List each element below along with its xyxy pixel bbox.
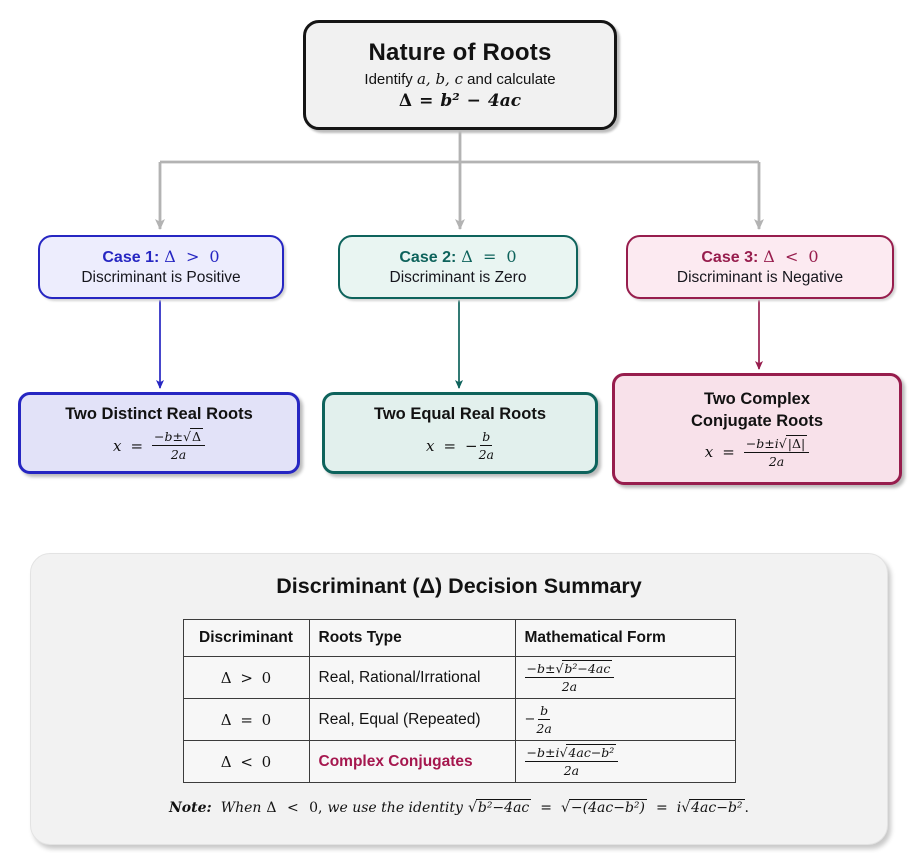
root-title: Nature of Roots (368, 39, 552, 66)
case1-condition: Δ > 0 (164, 247, 220, 266)
root-formula: Δ = b²−4ac (399, 91, 521, 111)
equals-sign: = (130, 436, 144, 455)
equals-sign: = (722, 443, 735, 462)
roots-type-cell-complex: Complex Conjugates (308, 740, 516, 783)
disc-negative-cell: Δ < 0 (182, 740, 310, 783)
note-label: Note: (169, 800, 212, 816)
case1-box: Case 1:Δ > 0 Discriminant is Positive (38, 235, 284, 299)
four-ac: 4ac (487, 91, 522, 111)
case1-description: Discriminant is Positive (81, 269, 241, 286)
roots-type-cell: Real, Equal (Repeated) (308, 698, 516, 741)
case3-box: Case 3:Δ < 0 Discriminant is Negative (626, 235, 894, 299)
root-subtitle-pre: Identify (364, 71, 413, 88)
root-subtitle-math: a, b, c (416, 70, 463, 88)
summary-panel: Discriminant (Δ) Decision Summary Discri… (30, 553, 888, 845)
header-discriminant: Discriminant (182, 619, 310, 657)
case1-heading: Case 1:Δ > 0 (102, 247, 219, 267)
radical-sign: √ (183, 429, 191, 445)
equals-sign: = (443, 436, 457, 455)
header-mathematical-form: Mathematical Form (514, 619, 736, 657)
case2-heading: Case 2:Δ = 0 (399, 247, 516, 267)
header-roots-type: Roots Type (308, 619, 516, 657)
equals-sign: = (419, 91, 434, 111)
roots-type-cell: Real, Rational/Irrational (308, 656, 516, 699)
case3-description: Discriminant is Negative (676, 269, 844, 286)
root-subtitle: Identify a, b, c and calculate (364, 70, 555, 88)
case2-box: Case 2:Δ = 0 Discriminant is Zero (338, 235, 578, 299)
result3-formula: x = −b±i√|Δ|2a (704, 434, 810, 469)
result2-title: Two Equal Real Roots (373, 404, 547, 423)
summary-table: Discriminant Roots Type Mathematical For… (182, 619, 736, 783)
x-symbol: x (113, 436, 122, 455)
x-symbol: x (704, 443, 714, 462)
root-node-box: Nature of Roots Identify a, b, c and cal… (303, 20, 617, 130)
case2-condition: Δ = 0 (461, 247, 517, 266)
table-row: Δ > 0 Real, Rational/Irrational −b±√b²−4… (182, 656, 736, 699)
case2-description: Discriminant is Zero (389, 269, 527, 286)
disc-zero-cell: Δ = 0 (182, 698, 310, 741)
minus-sign: − (466, 91, 481, 111)
disc-positive-cell: Δ > 0 (182, 656, 310, 699)
minus-sign: − (465, 436, 478, 455)
case2-label: Case 2: (399, 249, 457, 266)
case3-label: Case 3: (701, 249, 759, 266)
summary-title: Discriminant (Δ) Decision Summary (276, 574, 642, 598)
result1-title: Two Distinct Real Roots (65, 404, 253, 423)
fraction: −b±i√|Δ|2a (743, 434, 810, 469)
table-header-row: Discriminant Roots Type Mathematical For… (182, 619, 736, 657)
x-symbol: x (425, 436, 435, 455)
case3-condition: Δ < 0 (763, 247, 819, 266)
case3-heading: Case 3:Δ < 0 (701, 247, 818, 267)
case1-label: Case 1: (102, 249, 160, 266)
delta-symbol: Δ (398, 91, 413, 111)
root-subtitle-post: and calculate (467, 71, 556, 88)
b-squared: b² (440, 91, 460, 111)
radical-sign: √ (778, 435, 787, 451)
